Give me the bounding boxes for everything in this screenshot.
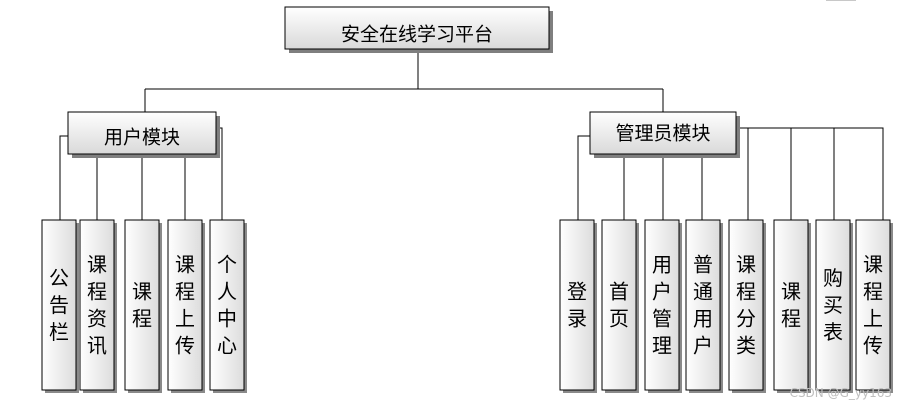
leaf-label: 课程资讯 [87, 253, 107, 358]
watermark: CSDN @G_yy163 [789, 386, 892, 400]
leaf-node-admin-7: 课程上传 [855, 219, 893, 393]
leaf-node-admin-2: 用户管理 [644, 219, 682, 393]
module-node-user: 用户模块 [67, 111, 220, 158]
leaf-node-admin-5: 课程 [773, 219, 811, 393]
leaf-node-admin-6: 购买表 [815, 219, 853, 393]
leaf-label: 课程 [781, 280, 801, 331]
connector-lines [59, 50, 884, 220]
root-node: 安全在线学习平台 [284, 6, 553, 53]
root-label: 安全在线学习平台 [341, 24, 493, 46]
leaf-label: 购买表 [823, 266, 843, 344]
module-label-admin: 管理员模块 [615, 123, 710, 145]
leaf-label: 公告栏 [49, 266, 69, 344]
leaf-label: 课程上传 [175, 253, 195, 358]
leaf-label: 首页 [609, 280, 629, 331]
leaf-node-user-3: 课程上传 [167, 219, 205, 393]
leaf-label: 课程 [132, 280, 152, 331]
leaf-label: 课程上传 [863, 253, 883, 358]
leaf-label: 用户管理 [652, 253, 672, 358]
leaf-node-user-1: 课程资讯 [79, 219, 117, 393]
leaf-label: 个人中心 [217, 253, 237, 358]
leaf-label: 普通用户 [693, 253, 713, 358]
leaf-label: 登录 [567, 280, 587, 331]
corner-mark [826, 0, 856, 3]
leaf-node-user-4: 个人中心 [209, 219, 247, 393]
leaf-node-user-2: 课程 [124, 219, 162, 393]
leaf-node-user-0: 公告栏 [41, 219, 79, 393]
leaf-label: 课程分类 [736, 253, 756, 358]
module-label-user: 用户模块 [104, 127, 180, 149]
leaf-nodes: 公告栏课程资讯课程课程上传个人中心登录首页用户管理普通用户课程分类课程购买表课程… [41, 219, 893, 393]
leaf-node-admin-0: 登录 [559, 219, 597, 393]
leaf-node-admin-3: 普通用户 [685, 219, 723, 393]
leaf-node-admin-1: 首页 [601, 219, 639, 393]
leaf-node-admin-4: 课程分类 [728, 219, 766, 393]
module-node-admin: 管理员模块 [589, 111, 740, 158]
